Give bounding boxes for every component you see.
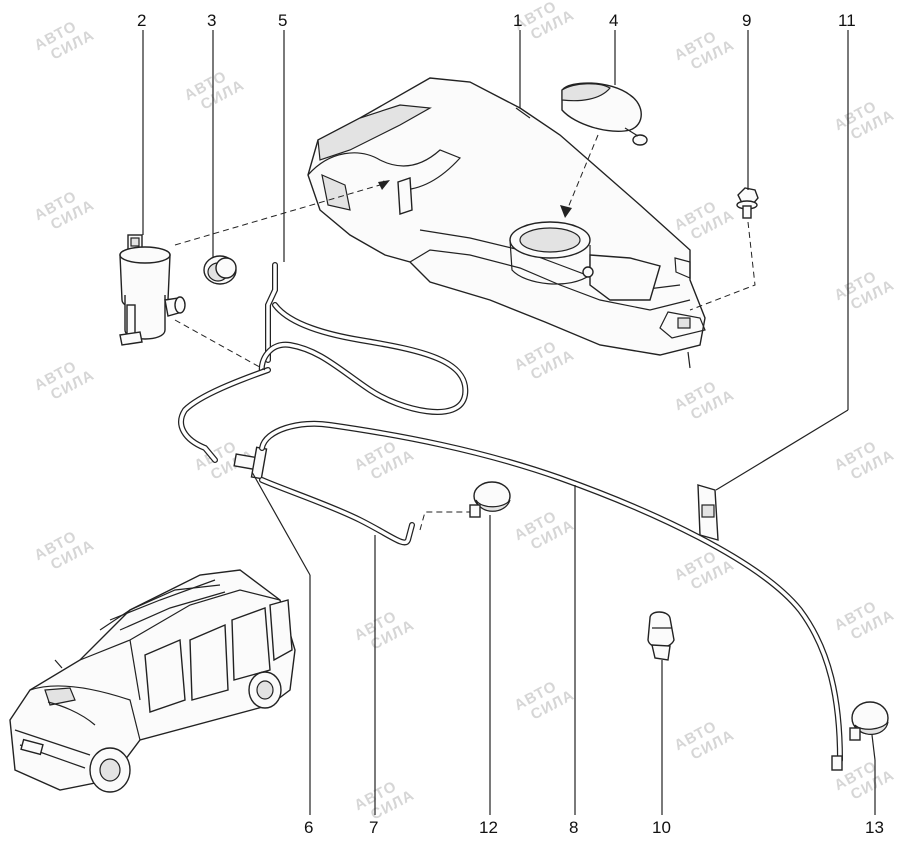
arrowheads xyxy=(378,180,572,218)
callout-6: 6 xyxy=(304,818,313,837)
hose-8 xyxy=(259,420,843,763)
callout-13: 13 xyxy=(865,818,884,837)
callout-9: 9 xyxy=(742,11,751,30)
callout-7: 7 xyxy=(369,818,378,837)
callouts: 1 2 3 4 5 6 7 8 9 10 11 12 13 xyxy=(137,11,884,837)
vehicle-icon xyxy=(9,569,296,793)
hose-clip-icon xyxy=(647,611,675,661)
callout-12: 12 xyxy=(479,818,498,837)
washer-reservoir-icon xyxy=(307,77,706,369)
washer-nozzle-icon xyxy=(831,701,889,771)
callout-3: 3 xyxy=(207,11,216,30)
grommet-icon xyxy=(203,255,237,285)
callout-10: 10 xyxy=(652,818,671,837)
bracket-icon xyxy=(697,484,719,541)
reservoir-cap-icon xyxy=(561,82,648,146)
hose-5-loop xyxy=(258,262,469,415)
callout-11: 11 xyxy=(838,11,856,30)
hose-7 xyxy=(259,477,415,546)
callout-8: 8 xyxy=(569,818,578,837)
callout-5: 5 xyxy=(278,11,287,30)
tee-connector-icon xyxy=(233,446,268,480)
callout-1: 1 xyxy=(513,11,522,30)
hose-6 xyxy=(178,367,271,463)
callout-4: 4 xyxy=(609,11,618,30)
washer-nozzle-icon xyxy=(469,481,511,518)
assembly-lines xyxy=(174,134,756,531)
bolt-icon xyxy=(736,187,759,219)
callout-2: 2 xyxy=(137,11,146,30)
leader-lines xyxy=(142,30,876,815)
washer-pump-icon xyxy=(119,234,186,346)
